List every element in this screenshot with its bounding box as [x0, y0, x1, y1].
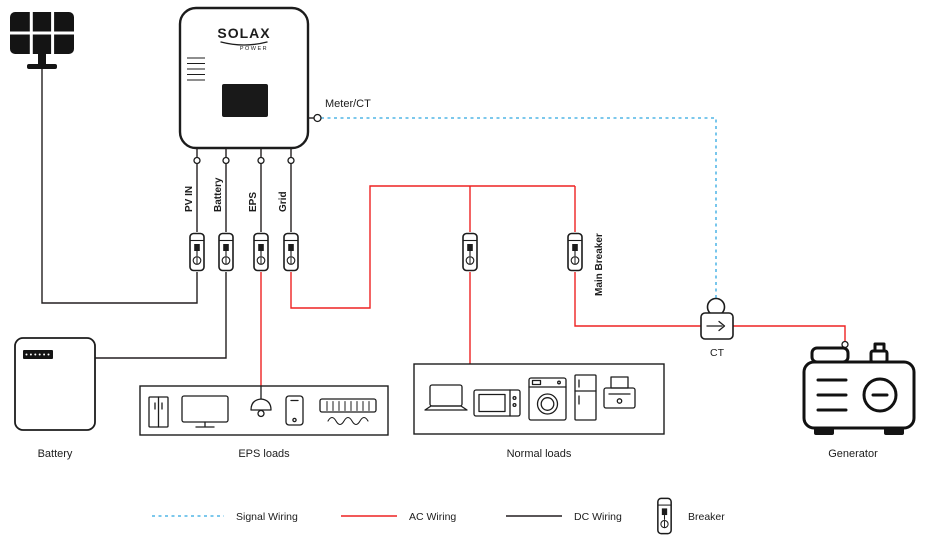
battery-label: Battery [38, 448, 73, 460]
legend-ac-label: AC Wiring [409, 511, 456, 523]
phone-icon [285, 395, 304, 426]
battery-unit: Battery [14, 337, 96, 460]
port-label-grid: Grid [278, 191, 289, 212]
wire-battery-dc [95, 272, 227, 359]
normal-loads: Normal loads [413, 363, 665, 460]
pendant-lamp-icon [250, 386, 272, 418]
port-node-battery [222, 156, 230, 165]
battery-box [14, 337, 96, 431]
ct-label: CT [710, 347, 725, 359]
tall-fridge-icon [574, 374, 597, 421]
port-label-battery: Battery [213, 177, 224, 212]
legend-breaker-label: Breaker [688, 511, 725, 523]
meter-ct-node [313, 113, 322, 123]
meter-ct-point: Meter/CT [308, 98, 371, 123]
heater-icon [319, 398, 377, 426]
legend: Signal Wiring AC Wiring DC Wiring Breake… [152, 497, 725, 535]
battery-indicator [23, 350, 53, 359]
eps-loads-label: EPS loads [238, 448, 290, 460]
port-label-pv-in: PV IN [184, 186, 195, 212]
inverter-screen [222, 84, 268, 117]
breaker-main [567, 232, 583, 272]
port-node-pv [193, 156, 201, 165]
breaker-grid [283, 232, 299, 272]
breaker-normal-loads [462, 232, 478, 272]
wire-grid-ac [290, 185, 575, 309]
inverter-ports: PV IN Battery EPS Grid [184, 148, 295, 232]
inverter-vents [187, 57, 205, 81]
washing-machine-icon [528, 377, 567, 421]
port-label-eps: EPS [248, 192, 259, 212]
printer-icon [603, 376, 636, 409]
eps-loads: EPS loads [139, 385, 389, 460]
breaker-eps [253, 232, 269, 272]
legend-breaker-icon [657, 497, 672, 535]
wire-pv-dc [41, 69, 198, 304]
port-node-eps [257, 156, 265, 165]
main-breaker-label: Main Breaker [594, 233, 605, 296]
pv-panel-icon [10, 12, 74, 69]
port-node-grid [287, 156, 295, 165]
laptop-icon [424, 384, 468, 411]
normal-loads-label: Normal loads [507, 448, 572, 460]
meter-ct-label: Meter/CT [325, 98, 371, 110]
ct-sensor: CT [700, 297, 734, 359]
wire-signal-meter-ct [321, 117, 717, 298]
breaker-pv [189, 232, 205, 272]
breakers: Main Breaker [189, 232, 605, 296]
monitor-icon [181, 395, 229, 428]
inverter-brand-sub: POWER [240, 46, 268, 52]
inverter: SOLAX POWER [178, 6, 310, 150]
generator-icon: Generator [802, 342, 916, 460]
inverter-logo-swoosh [220, 41, 268, 46]
inverter-brand: SOLAX [217, 25, 270, 41]
legend-signal-label: Signal Wiring [236, 511, 298, 523]
breaker-battery [218, 232, 234, 272]
generator-label: Generator [828, 448, 878, 460]
fridge-icon [148, 396, 169, 428]
microwave-icon [473, 389, 521, 417]
legend-dc-label: DC Wiring [574, 511, 622, 523]
wiring [41, 69, 849, 386]
